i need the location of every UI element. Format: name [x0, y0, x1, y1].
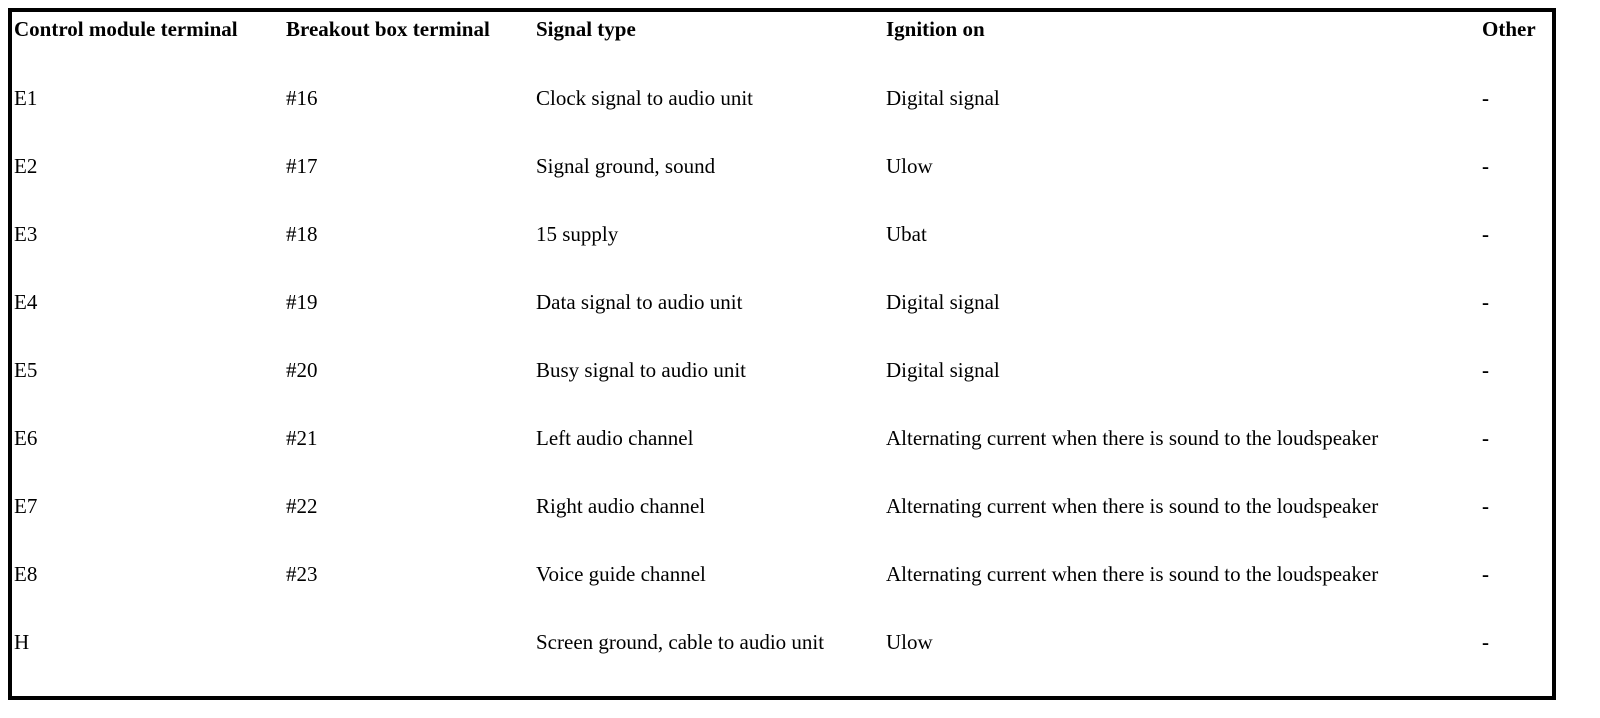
cell-signal-type: Screen ground, cable to audio unit	[536, 630, 825, 654]
cell-ignition-on: Alternating current when there is sound …	[886, 426, 1379, 450]
cell-control-module-terminal: E3	[14, 222, 38, 246]
cell-control-module-terminal: E5	[14, 358, 38, 382]
cell-other: -	[1482, 222, 1489, 246]
cell-ignition-on: Alternating current when there is sound …	[886, 494, 1379, 518]
cell-other: -	[1482, 290, 1489, 314]
cell-control-module-terminal: E7	[14, 494, 38, 518]
cell-control-module-terminal: H	[14, 630, 30, 654]
cell-signal-type: Data signal to audio unit	[536, 290, 743, 314]
cell-signal-type: 15 supply	[536, 222, 619, 246]
cell-ignition-on: Digital signal	[886, 86, 1000, 110]
cell-other: -	[1482, 562, 1489, 586]
cell-ignition-on: Ulow	[886, 630, 933, 654]
header-breakout-box-terminal: Breakout box terminal	[286, 17, 490, 41]
cell-ignition-on: Digital signal	[886, 290, 1000, 314]
cell-control-module-terminal: E4	[14, 290, 38, 314]
header-signal-type: Signal type	[536, 17, 636, 41]
cell-ignition-on: Digital signal	[886, 358, 1000, 382]
cell-signal-type: Right audio channel	[536, 494, 706, 518]
cell-other: -	[1482, 358, 1489, 382]
cell-other: -	[1482, 630, 1489, 654]
header-control-module-terminal: Control module terminal	[14, 17, 238, 41]
cell-other: -	[1482, 494, 1489, 518]
cell-signal-type: Signal ground, sound	[536, 154, 716, 178]
cell-breakout-box-terminal: #23	[286, 562, 318, 586]
cell-ignition-on: Alternating current when there is sound …	[886, 562, 1379, 586]
cell-control-module-terminal: E2	[14, 154, 38, 178]
cell-breakout-box-terminal: #17	[286, 154, 318, 178]
cell-breakout-box-terminal: #18	[286, 222, 318, 246]
cell-ignition-on: Ulow	[886, 154, 933, 178]
header-other: Other	[1482, 17, 1536, 41]
cell-breakout-box-terminal: #16	[286, 86, 318, 110]
cell-signal-type: Busy signal to audio unit	[536, 358, 746, 382]
cell-control-module-terminal: E8	[14, 562, 38, 586]
header-ignition-on: Ignition on	[886, 17, 985, 41]
cell-signal-type: Clock signal to audio unit	[536, 86, 753, 110]
cell-other: -	[1482, 86, 1489, 110]
cell-other: -	[1482, 426, 1489, 450]
table-frame: Control module terminal Breakout box ter…	[8, 8, 1556, 700]
cell-signal-type: Left audio channel	[536, 426, 694, 450]
cell-control-module-terminal: E1	[14, 86, 38, 110]
cell-breakout-box-terminal: #19	[286, 290, 318, 314]
cell-other: -	[1482, 154, 1489, 178]
cell-signal-type: Voice guide channel	[536, 562, 706, 586]
cell-control-module-terminal: E6	[14, 426, 38, 450]
cell-ignition-on: Ubat	[886, 222, 927, 246]
cell-breakout-box-terminal: #21	[286, 426, 318, 450]
cell-breakout-box-terminal: #22	[286, 494, 318, 518]
cell-breakout-box-terminal: #20	[286, 358, 318, 382]
